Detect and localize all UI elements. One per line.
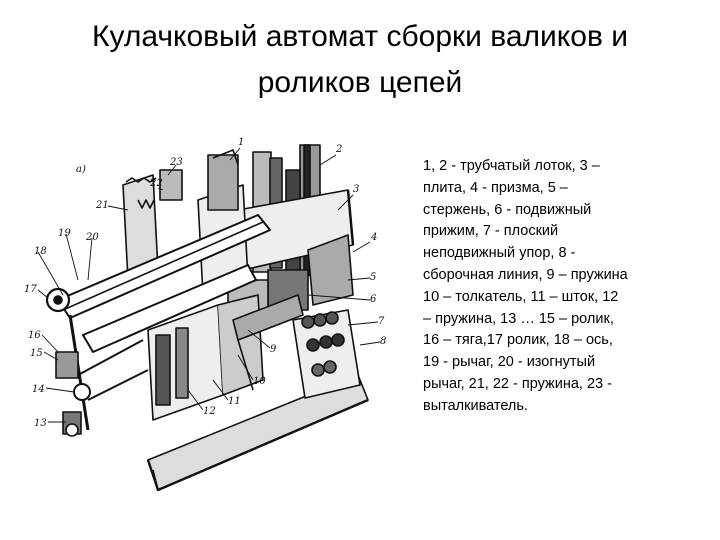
panel-label: а) xyxy=(76,164,86,175)
legend-line: – пружина, 13 … 15 – ролик, xyxy=(423,310,614,327)
roller-14 xyxy=(73,383,91,401)
part-label: 9 xyxy=(270,344,277,355)
legend-line: 19 - рычаг, 20 - изогнутый xyxy=(423,354,596,371)
part-label: 6 xyxy=(370,294,377,305)
ejector-23 xyxy=(159,169,183,201)
part-label: 2 xyxy=(335,144,342,155)
part-label: 8 xyxy=(380,336,386,347)
part-label: 18 xyxy=(34,246,47,257)
part-labels: а) 1 2 3 4 5 6 7 8 9 10 11 12 13 14 15 1… xyxy=(24,137,386,429)
slide-title-line-2: роликов цепей xyxy=(257,66,463,99)
part-label: 10 xyxy=(253,376,266,387)
part-label: 22 xyxy=(149,178,163,189)
part-label: 13 xyxy=(34,418,47,429)
part-label: 17 xyxy=(24,284,37,295)
part-label: 12 xyxy=(203,406,216,417)
legend-line: плита, 4 - призма, 5 – xyxy=(423,179,568,196)
part-label: 23 xyxy=(169,157,183,168)
legend-line: неподвижный упор, 8 - xyxy=(423,245,576,262)
part-label: 21 xyxy=(95,200,109,211)
rod-16 xyxy=(68,314,90,431)
part-label: 11 xyxy=(228,396,241,407)
part-label: 7 xyxy=(378,316,385,327)
legend-line: выталкиватель. xyxy=(423,397,528,414)
legend-line: 16 – тяга,17 ролик, 18 – ось, xyxy=(423,332,613,349)
lever-20 xyxy=(82,264,257,353)
part-label: 20 xyxy=(85,232,99,243)
part-label: 19 xyxy=(58,228,71,239)
legend-line: прижим, 7 - плоский xyxy=(423,223,559,240)
slide-title: Кулачковый автомат сборки валиков и роли… xyxy=(40,14,680,106)
part-label: 5 xyxy=(370,272,376,283)
base-plate-edge xyxy=(146,398,369,492)
spring-21 xyxy=(125,177,157,183)
roller-15 xyxy=(55,351,79,379)
part-label: 1 xyxy=(238,137,244,148)
part-label: 3 xyxy=(353,184,359,195)
part-label: 14 xyxy=(32,384,45,395)
mechanism-drawing-svg: а) 1 2 3 4 5 6 7 8 9 10 11 12 13 14 15 1… xyxy=(24,137,386,492)
spring-22 xyxy=(137,199,155,209)
slide-title-line-1: Кулачковый автомат сборки валиков и xyxy=(92,20,628,53)
mechanism-drawing: а) 1 2 3 4 5 6 7 8 9 10 11 12 13 14 15 1… xyxy=(8,130,408,525)
part-label: 15 xyxy=(30,348,43,359)
legend-line: рычаг, 21, 22 - пружина, 23 - xyxy=(423,375,612,392)
legend-line: 1, 2 - трубчатый лоток, 3 – xyxy=(423,158,600,174)
prism-4 xyxy=(307,234,354,306)
legend-line: стержень, 6 - подвижный xyxy=(423,201,592,218)
lever-19 xyxy=(57,214,271,319)
legend-line: сборочная линия, 9 – пружина xyxy=(423,266,628,283)
part-label: 4 xyxy=(370,232,377,243)
legend-line: 10 – толкатель, 11 – шток, 12 xyxy=(423,288,619,305)
parts-legend: 1, 2 - трубчатый лоток, 3 – плита, 4 - п… xyxy=(423,156,693,418)
part-label: 16 xyxy=(28,330,41,341)
